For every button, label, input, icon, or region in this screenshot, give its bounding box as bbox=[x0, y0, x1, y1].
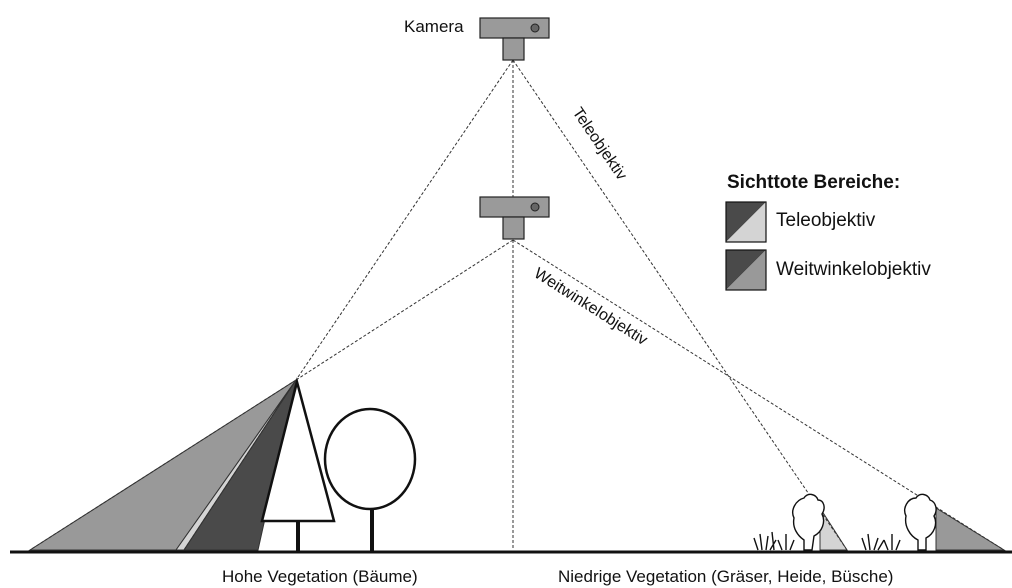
legend-item-tele: Teleobjektiv bbox=[725, 201, 876, 243]
legend-swatch-wide-light bbox=[726, 250, 766, 290]
bush-2 bbox=[904, 493, 937, 551]
legend-swatch-wide-border bbox=[725, 249, 767, 291]
grass-2a bbox=[861, 533, 885, 551]
legend-title: Sichttote Bereiche: bbox=[727, 172, 900, 193]
camera-bottom-lens-icon bbox=[530, 202, 540, 212]
legend-label-tele: Teleobjektiv bbox=[776, 210, 876, 231]
ray-tele-right bbox=[512, 59, 848, 551]
legend-item-wide: Weitwinkelobjektiv bbox=[725, 249, 931, 291]
ray-wide-left bbox=[295, 239, 514, 381]
grass-2b bbox=[883, 534, 901, 551]
grass-1b bbox=[777, 534, 795, 551]
ray-wide-right bbox=[512, 239, 1005, 551]
camera-bottom bbox=[479, 196, 550, 240]
conifer-crown bbox=[260, 377, 336, 523]
camera-top bbox=[479, 17, 550, 61]
camera-bottom-mount bbox=[502, 216, 525, 240]
camera-top-mount bbox=[502, 37, 525, 61]
legend-swatch-tele-light bbox=[726, 202, 766, 242]
ground-label-left: Hohe Vegetation (Bäume) bbox=[222, 567, 418, 586]
legend: Sichttote Bereiche: Teleobjektiv Weitwin… bbox=[725, 172, 931, 291]
deciduous-crown bbox=[323, 407, 417, 511]
sight-rays bbox=[29, 59, 1005, 551]
camera-label: Kamera bbox=[404, 17, 464, 36]
ray-label-wide: Weitwinkelobjektiv bbox=[531, 265, 650, 349]
legend-swatch-tele-border bbox=[725, 201, 767, 243]
ray-tele-left-ext bbox=[183, 379, 297, 551]
grass-1a bbox=[753, 531, 777, 551]
legend-label-wide: Weitwinkelobjektiv bbox=[776, 259, 931, 280]
bush-group-2 bbox=[861, 493, 937, 551]
conifer-tree bbox=[260, 377, 336, 552]
bush-group-1 bbox=[753, 493, 825, 551]
bush-1 bbox=[792, 493, 825, 551]
ray-label-tele: Teleobjektiv bbox=[569, 105, 630, 184]
camera-top-lens-icon bbox=[530, 23, 540, 33]
ground-label-right: Niedrige Vegetation (Gräser, Heide, Büsc… bbox=[558, 567, 893, 586]
ray-wide-left-ext bbox=[29, 379, 297, 551]
ray-tele-left bbox=[295, 59, 514, 381]
deciduous-tree bbox=[323, 407, 417, 552]
